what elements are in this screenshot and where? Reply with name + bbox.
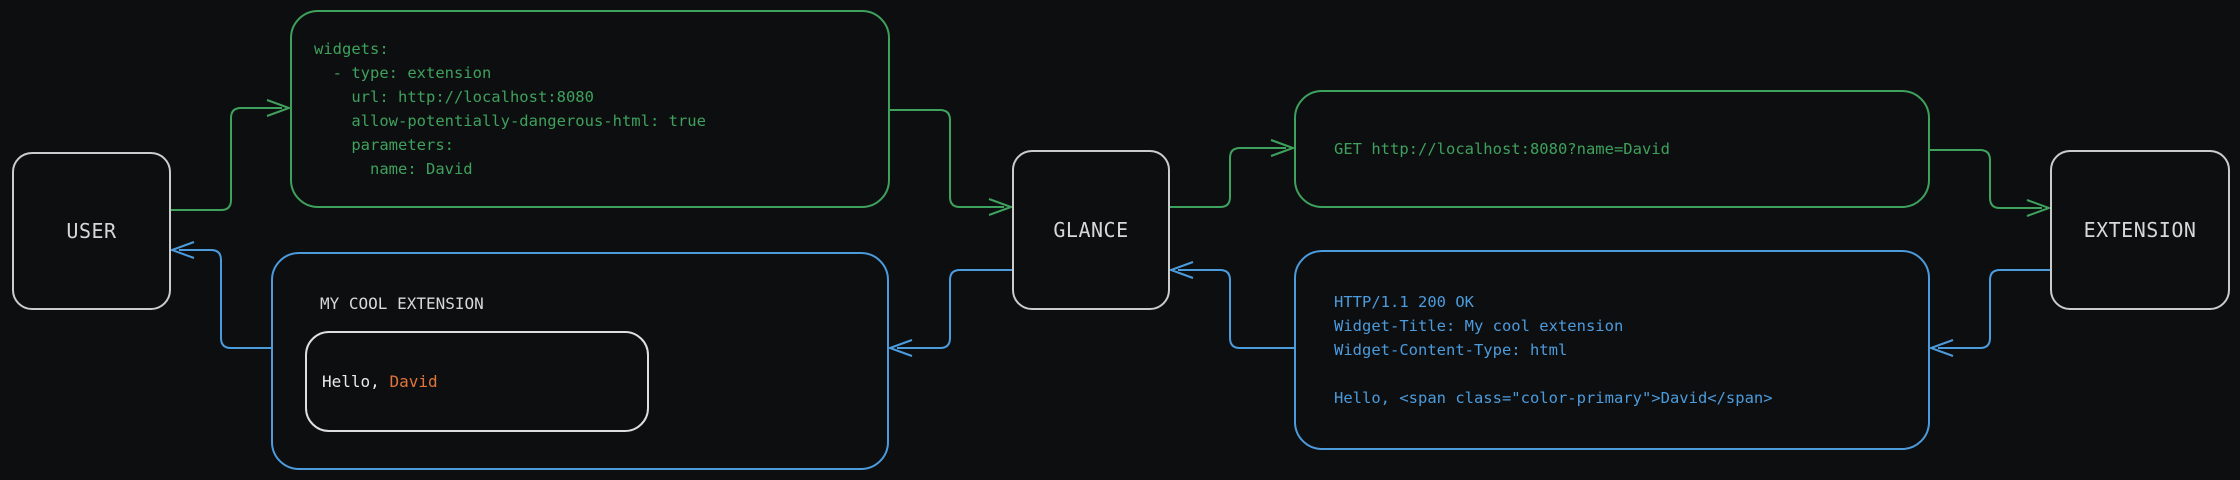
arrowhead-icon xyxy=(887,339,913,357)
response-line: HTTP/1.1 200 OK xyxy=(1334,293,1474,311)
response-line: Hello, <span class="color-primary">David… xyxy=(1334,389,1773,407)
arrowhead-icon xyxy=(988,198,1014,216)
widget-preview-frame: Hello, David xyxy=(305,331,649,432)
connector-extension-to-response xyxy=(1938,269,2050,349)
node-extension: EXTENSION xyxy=(2050,150,2230,310)
connector-user-to-config xyxy=(171,107,282,211)
connector-glance-to-widget xyxy=(897,269,1012,349)
greeting-prefix: Hello, xyxy=(322,372,390,391)
connector-config-to-glance xyxy=(890,109,1004,208)
config-line: parameters: xyxy=(314,136,454,154)
config-line: - type: extension xyxy=(314,64,492,82)
response-line xyxy=(1334,362,1928,386)
response-line: Widget-Content-Type: html xyxy=(1334,341,1568,359)
node-glance-label: GLANCE xyxy=(1053,218,1129,242)
connector-request-to-extension xyxy=(1930,149,2042,209)
request-text: GET http://localhost:8080?name=David xyxy=(1334,140,1670,158)
greeting-text: Hello, David xyxy=(322,372,438,391)
http-request-box: GET http://localhost:8080?name=David xyxy=(1294,90,1930,208)
greeting-name: David xyxy=(389,372,438,391)
connector-widget-to-user xyxy=(179,249,271,349)
connector-response-to-glance xyxy=(1178,269,1294,349)
connector-glance-to-request xyxy=(1170,147,1286,208)
http-response-box: HTTP/1.1 200 OK Widget-Title: My cool ex… xyxy=(1294,250,1930,450)
arrowhead-icon xyxy=(266,99,292,117)
widget-preview-box: MY COOL EXTENSION Hello, David xyxy=(271,252,889,470)
response-line: Widget-Title: My cool extension xyxy=(1334,317,1624,335)
widget-title: MY COOL EXTENSION xyxy=(320,294,484,313)
config-yaml-box: widgets: - type: extension url: http://l… xyxy=(290,10,890,208)
arrowhead-icon xyxy=(169,241,195,259)
arrowhead-icon xyxy=(1168,261,1194,279)
node-glance: GLANCE xyxy=(1012,150,1170,310)
node-extension-label: EXTENSION xyxy=(2083,218,2197,242)
arrowhead-icon xyxy=(2026,199,2052,217)
config-line: widgets: xyxy=(314,40,389,58)
config-line: allow-potentially-dangerous-html: true xyxy=(314,112,706,130)
arrowhead-icon xyxy=(1270,139,1296,157)
node-user-label: USER xyxy=(66,219,117,243)
node-user: USER xyxy=(12,152,171,310)
config-line: url: http://localhost:8080 xyxy=(314,88,594,106)
config-line: name: David xyxy=(314,160,473,178)
arrowhead-icon xyxy=(1928,339,1954,357)
